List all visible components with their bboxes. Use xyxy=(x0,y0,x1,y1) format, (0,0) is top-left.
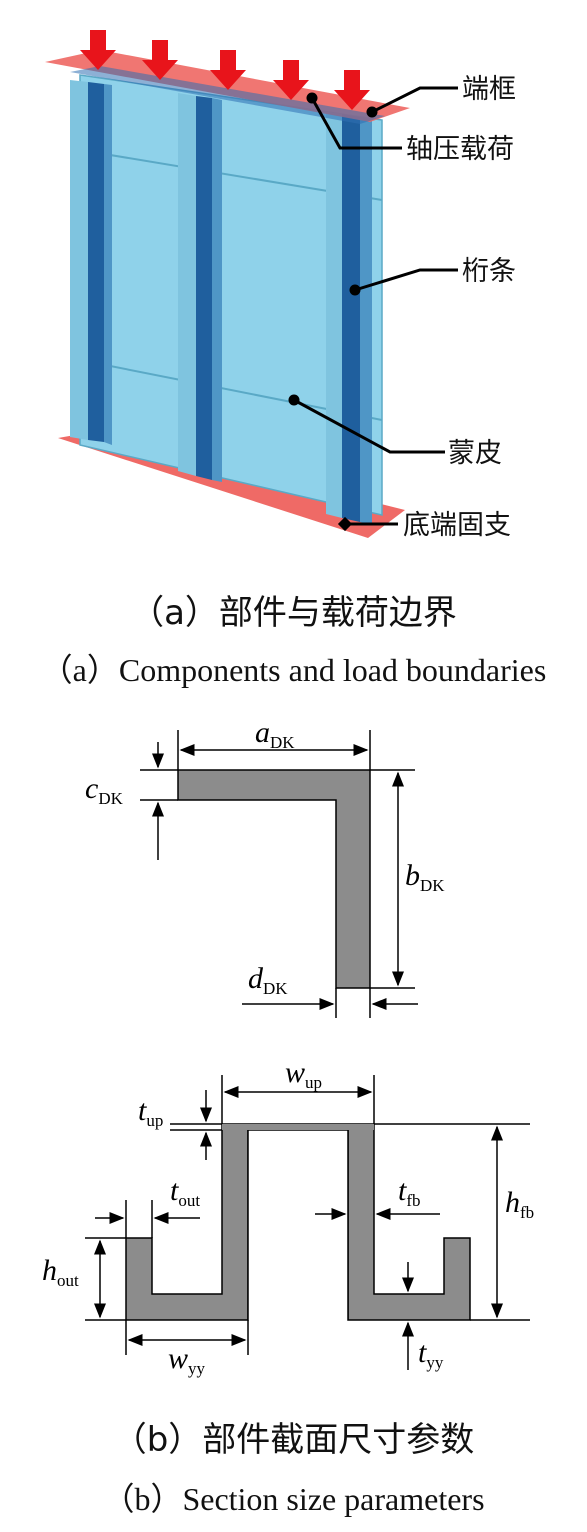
stringer-1 xyxy=(70,80,112,445)
label-h-out: hout xyxy=(42,1254,79,1290)
label-w-yy: wyy xyxy=(168,1342,206,1378)
stringer-2 xyxy=(178,93,222,482)
load-arrow-icon xyxy=(273,60,309,100)
label-c-dk: cDK xyxy=(85,772,124,808)
label-w-up: wup xyxy=(285,1056,322,1092)
caption-b-en: （b）Section size parameters xyxy=(102,1481,485,1517)
label-a-dk: aDK xyxy=(255,716,295,752)
load-arrow-icon xyxy=(142,40,178,80)
load-arrow-icon xyxy=(80,30,116,70)
stringer-3 xyxy=(326,112,372,525)
caption-a-cn: （a）部件与载荷边界 xyxy=(130,593,457,633)
label-bottom-fixed: 底端固支 xyxy=(403,510,511,541)
caption-b-cn: （b）部件截面尺寸参数 xyxy=(112,1420,475,1460)
panel-a-illustration: 端框 轴压载荷 桁条 蒙皮 底端固支 xyxy=(45,30,516,541)
load-arrows xyxy=(80,30,370,110)
label-b-dk: bDK xyxy=(405,859,445,895)
label-d-dk: dDK xyxy=(248,962,288,998)
label-axial-load: 轴压载荷 xyxy=(406,134,514,165)
label-t-out: tout xyxy=(170,1174,200,1210)
load-arrow-icon xyxy=(210,50,246,90)
label-t-up: tup xyxy=(138,1094,163,1130)
callout-leaders xyxy=(293,86,458,526)
label-t-fb: tfb xyxy=(398,1174,421,1210)
load-arrow-icon xyxy=(334,70,370,110)
label-stringer: 桁条 xyxy=(462,256,516,287)
caption-a-en: （a）Components and load boundaries xyxy=(40,652,547,688)
panel-b-sections: aDK cDK bDK dDK xyxy=(42,716,534,1378)
dk-section xyxy=(177,769,371,989)
label-end-frame: 端框 xyxy=(462,74,516,105)
label-h-fb: hfb xyxy=(505,1186,534,1222)
label-t-yy: tyy xyxy=(418,1336,444,1372)
callout-dot-icon xyxy=(288,92,378,532)
label-skin: 蒙皮 xyxy=(448,438,502,469)
